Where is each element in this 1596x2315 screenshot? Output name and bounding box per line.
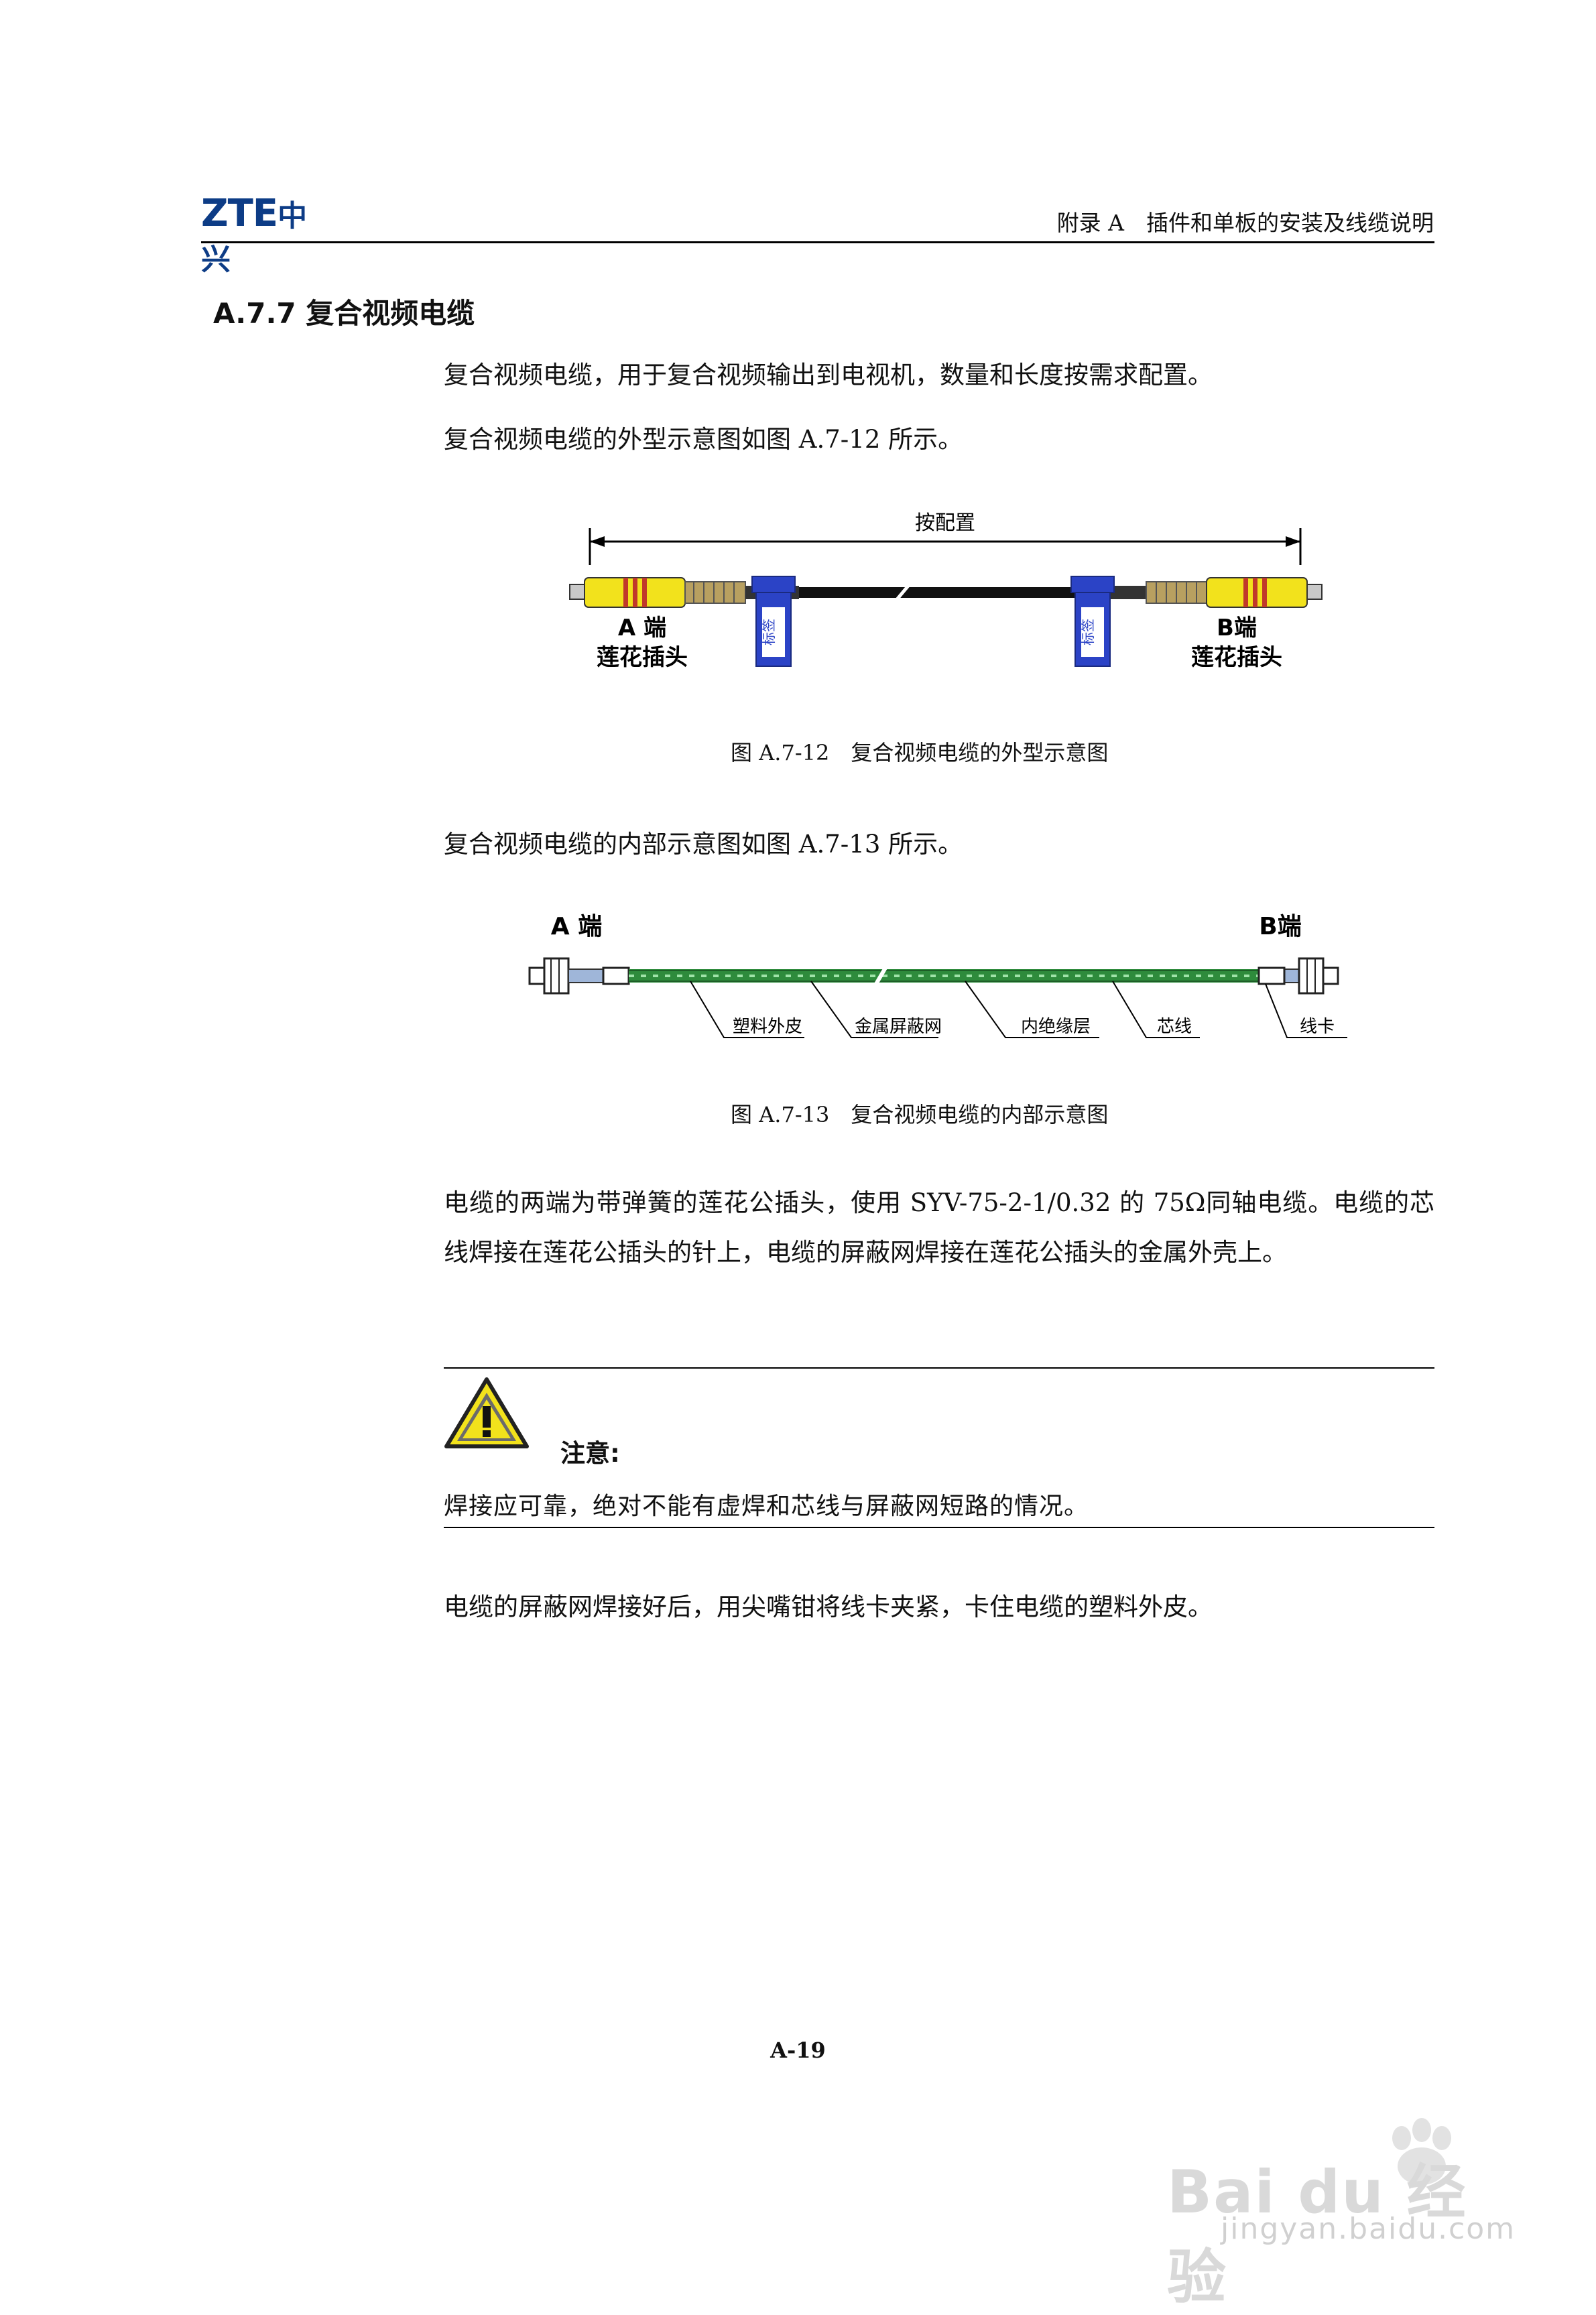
logo-latin: ZTE	[201, 192, 278, 235]
figure-13-cable-internal: A 端 B端 塑料外皮 金属屏蔽网 内绝缘层 芯线 线卡	[523, 906, 1367, 1060]
figure-12-drawing: 按配置 标签	[569, 511, 1323, 671]
label-metal-shield: 金属屏蔽网	[855, 1017, 942, 1037]
figure13-reference: 复合视频电缆的内部示意图如图 A.7-13 所示。	[444, 830, 963, 859]
figure-13-drawing: A 端 B端 塑料外皮 金属屏蔽网 内绝缘层 芯线 线卡	[528, 913, 1347, 1038]
fig13-end-a-label: A 端	[551, 913, 602, 940]
fig13-end-b-label: B端	[1259, 913, 1301, 940]
figure-12-cable-appearance: 按配置 标签	[556, 501, 1334, 702]
note-top-rule	[444, 1367, 1434, 1369]
figure13-caption: 图 A.7-13 复合视频电缆的内部示意图	[731, 1102, 1109, 1127]
label-plastic-jacket: 塑料外皮	[733, 1017, 802, 1037]
page-number: A-19	[770, 2038, 826, 2063]
intro-paragraph: 复合视频电缆，用于复合视频输出到电视机，数量和长度按需求配置。	[444, 361, 1213, 389]
end-a-label: A 端	[618, 615, 666, 641]
logo-cn: 中兴	[201, 199, 308, 277]
warning-triangle-icon	[444, 1375, 530, 1450]
label-core-wire: 芯线	[1157, 1017, 1192, 1037]
end-b-label: B端	[1217, 615, 1257, 641]
end-a-sublabel: 莲花插头	[597, 644, 688, 671]
watermark-url: jingyan.baidu.com	[1221, 2212, 1516, 2246]
note-label: 注意:	[560, 1439, 620, 1468]
description-paragraph: 电缆的两端为带弹簧的莲花公插头，使用 SYV-75-2-1/0.32 的 75Ω…	[444, 1188, 1434, 1267]
note-bottom-rule	[444, 1527, 1434, 1528]
header-rule	[201, 241, 1434, 243]
length-label: 按配置	[915, 511, 975, 535]
figure12-caption: 图 A.7-12 复合视频电缆的外型示意图	[731, 740, 1109, 765]
zte-logo: ZTE中兴	[201, 192, 318, 277]
final-paragraph: 电缆的屏蔽网焊接好后，用尖嘴钳将线卡夹紧，卡住电缆的塑料外皮。	[444, 1592, 1213, 1621]
tag-label-b: 标签	[1080, 619, 1096, 645]
label-cable-clip: 线卡	[1300, 1017, 1335, 1037]
running-header: 附录 A 插件和单板的安装及线缆说明	[1056, 210, 1434, 236]
paw-icon	[1392, 2118, 1451, 2185]
note-text: 焊接应可靠，绝对不能有虚焊和芯线与屏蔽网短路的情况。	[444, 1493, 1089, 1520]
label-inner-insulation: 内绝缘层	[1021, 1017, 1091, 1037]
figure12-reference: 复合视频电缆的外型示意图如图 A.7-12 所示。	[444, 425, 963, 454]
section-title: A.7.7 复合视频电缆	[213, 297, 475, 330]
baidu-watermark: Bai du 经验 jingyan.baidu.com	[1127, 2118, 1514, 2312]
end-b-sublabel: 莲花插头	[1191, 644, 1282, 671]
tag-label-a: 标签	[761, 619, 777, 645]
